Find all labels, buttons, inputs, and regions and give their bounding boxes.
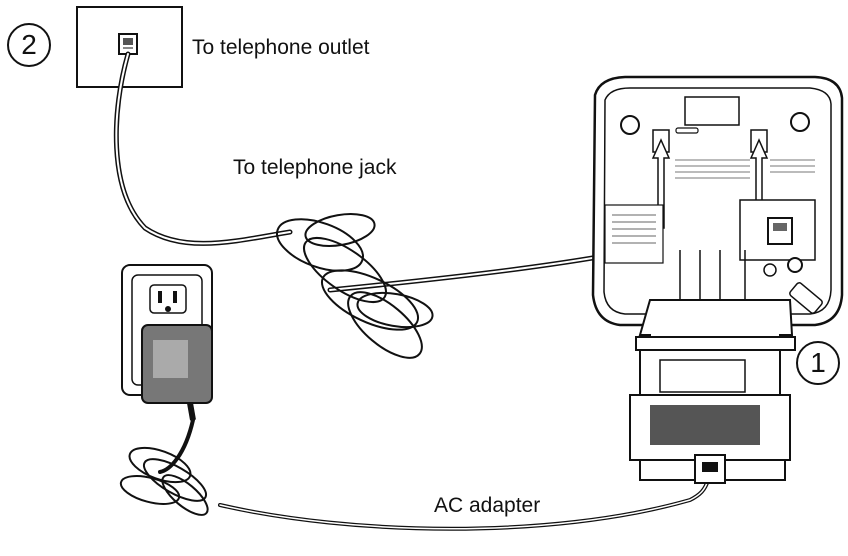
telephone-stand-icon	[629, 299, 796, 484]
coiled-adapter-cord	[119, 446, 209, 516]
step-badge-2: 2	[7, 23, 51, 67]
label-ac-adapter: AC adapter	[434, 494, 541, 517]
coiled-telephone-cord	[276, 213, 434, 359]
label-telephone-jack: To telephone jack	[233, 156, 397, 179]
ac-adapter-icon	[141, 324, 213, 421]
telephone-base-icon	[591, 75, 844, 327]
label-telephone-outlet: To telephone outlet	[192, 36, 370, 59]
step-badge-1: 1	[796, 341, 840, 385]
wall-phone-jack-icon	[76, 6, 183, 88]
